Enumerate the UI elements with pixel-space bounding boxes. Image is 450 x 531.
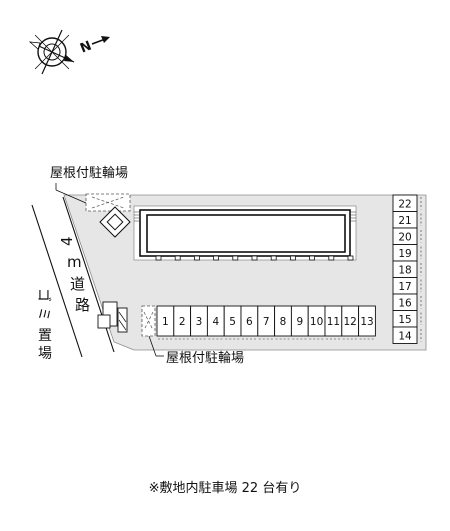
parking-slot-number: 12 — [344, 316, 357, 328]
building-entrance — [347, 255, 354, 261]
parking-slot-number: 8 — [280, 316, 287, 328]
parking-slot-number: 9 — [296, 316, 303, 328]
parking-slot-number: 20 — [398, 232, 411, 244]
building-entrance — [289, 255, 296, 261]
road-width-unit: m — [67, 253, 82, 271]
road-label-char-1: 道 — [70, 275, 85, 293]
building-entrance — [309, 255, 316, 261]
parking-slot-number: 6 — [246, 316, 253, 328]
building-ends — [134, 211, 356, 222]
building-entrance — [174, 255, 181, 261]
bike-shelter-bottom-label: 屋根付駐輪場 — [166, 350, 244, 366]
parking-slot-number: 4 — [212, 316, 219, 328]
building-entrance — [251, 255, 258, 261]
parking-slot — [358, 305, 376, 337]
parking-slot-number: 14 — [398, 331, 412, 343]
building-entrance — [328, 255, 335, 261]
parking-slot-number: 13 — [360, 316, 373, 328]
building-entrance — [232, 255, 239, 261]
parking-slot-number: 15 — [398, 314, 411, 326]
parking-slot-number: 5 — [229, 316, 236, 328]
parking-slot-number: 21 — [398, 215, 411, 227]
road-label-char-2: 路 — [75, 296, 90, 314]
parking-count-note: ※敷地内駐車場 22 台有り — [148, 481, 302, 496]
building-entrances — [155, 255, 354, 261]
parking-slot-number: 2 — [179, 316, 186, 328]
garbage-label-char-4: 場 — [38, 346, 52, 362]
bike-shelter-top-label: 屋根付駐輪場 — [50, 165, 128, 181]
compass: N — [28, 29, 110, 75]
garden-marker — [99, 206, 131, 238]
parking-slot-number: 17 — [398, 281, 411, 293]
parking-slot — [392, 326, 418, 344]
compass-rose-icon — [28, 29, 75, 75]
parking-slot-number: 22 — [398, 199, 411, 211]
garbage-label-char-2: ミ — [35, 307, 51, 321]
compass-north-label: N — [78, 39, 94, 57]
building-entrance — [213, 255, 220, 261]
garbage-area — [97, 301, 128, 333]
bike-shelter-top — [85, 193, 131, 212]
parking-slot-number: 19 — [398, 248, 411, 260]
road-width-number: 4 — [58, 236, 76, 246]
garbage-label-char-1: ゴ — [35, 288, 52, 302]
building — [146, 214, 346, 253]
parking-slot-number: 1 — [162, 316, 169, 328]
bike-shelter-bottom — [141, 305, 156, 337]
parking-slot-number: 16 — [398, 298, 412, 310]
parking-slot-number: 10 — [310, 316, 323, 328]
building-entrance — [193, 255, 200, 261]
parking-slot-number: 7 — [263, 316, 270, 328]
parking-slot-number: 3 — [196, 316, 203, 328]
parking-slot-number: 11 — [327, 316, 340, 328]
building-entrance — [155, 255, 162, 261]
garbage-label-char-3: 置 — [38, 328, 52, 344]
building-entrance — [270, 255, 277, 261]
parking-slot-number: 18 — [398, 265, 411, 277]
parking-right-column: 22 21 20 19 18 17 16 15 14 — [392, 194, 422, 344]
